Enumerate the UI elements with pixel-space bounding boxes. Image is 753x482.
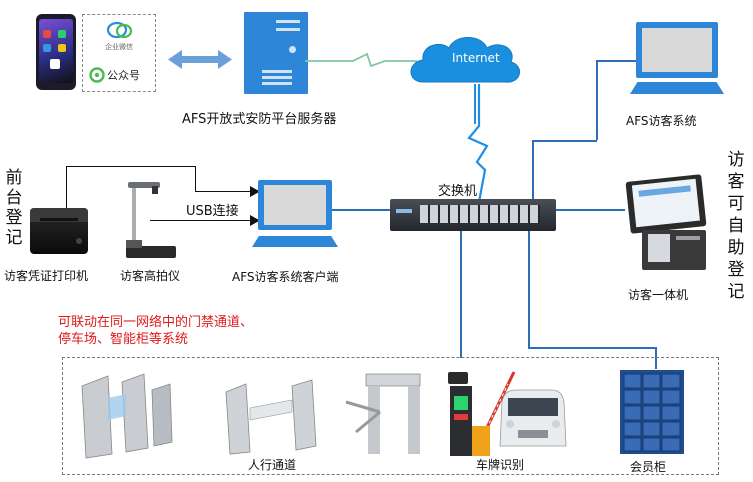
wire-switch-kiosk [555,209,625,211]
self-service-char-2: 客 [727,172,745,192]
afs-system-label: AFS访客系统 [626,114,697,128]
self-service-char-4: 自 [727,216,745,236]
apps-frame: 企业微信 公众号 [82,14,156,92]
switch-ports [420,205,540,223]
wire-switch-passage [460,230,462,358]
tripod-turnstile-icon [345,373,421,454]
self-service-char-5: 助 [727,238,745,258]
flap-barrier-icon [225,379,317,455]
client-monitor-icon [258,180,332,230]
internet-label: Internet [452,51,500,65]
front-desk-char-1: 前 [5,168,23,188]
wire-usb-printer-h [66,166,196,168]
linked-systems-frame [62,357,719,475]
bidirectional-arrow-icon [168,50,232,69]
usb-arrow-1 [250,186,260,197]
usb-label: USB连接 [186,204,239,219]
client-keyboard-icon [252,236,338,247]
wire-switch-locker-v [528,230,530,348]
kiosk-icon [625,174,707,270]
self-service-char-6: 登 [727,260,745,280]
wecom-icon [106,21,133,39]
server-internet-link [305,52,417,68]
mobile-apps-panel: 企业微信 公众号 [28,14,156,92]
self-service-char-1: 访 [727,150,745,170]
switch-label: 交换机 [438,184,478,199]
wire-usb-printer-v [66,166,68,211]
kiosk-label: 访客一体机 [628,288,689,302]
wecom-label: 企业微信 [105,43,133,51]
van-icon [499,389,567,447]
front-desk-char-3: 登 [5,208,23,228]
wire-usb-printer-v2 [195,166,197,192]
passage-label: 人行通道 [248,458,297,472]
wire-usb-printer-h2 [195,191,255,193]
afs-system-keyboard-icon [630,82,724,94]
internet-switch-link [467,84,489,203]
switch-icon [390,199,556,231]
phone-icon [36,14,76,90]
wire-usb-camera [150,220,255,222]
locker-icon [620,370,684,454]
wire-switch-afs-v [532,140,534,200]
afs-system-monitor-icon [636,22,718,78]
linkage-note-line2: 停车场、智能柜等系统 [58,332,189,347]
usb-arrow-2 [250,215,260,226]
wire-afs-up [596,60,598,140]
license-plate-camera-icon [448,372,472,456]
wire-afs-top [596,60,641,62]
printer-label: 访客凭证打印机 [4,269,89,283]
wire-switch-locker-h [528,347,656,349]
printer-icon [30,208,88,254]
server-label: AFS开放式安防平台服务器 [182,112,337,127]
front-desk-char-4: 记 [5,228,23,248]
speed-gate-icon [81,373,173,459]
linkage-note-line1: 可联动在同一网络中的门禁通道、 [58,315,254,330]
plate-label: 车牌识别 [476,458,525,472]
wire-switch-client [330,209,392,211]
self-service-char-7: 记 [727,282,745,302]
document-camera-icon [126,182,176,258]
internet-cloud-icon [410,37,520,83]
client-label: AFS访客系统客户端 [232,270,339,284]
official-account-label: 公众号 [107,69,140,82]
front-desk-char-2: 台 [5,188,23,208]
camera-label: 访客高拍仪 [120,269,181,283]
server-icon [244,12,308,94]
barrier-gate-icon [472,371,516,456]
wire-switch-afs-h [532,140,597,142]
wire-locker-down [655,347,657,369]
self-service-char-3: 可 [727,194,745,214]
locker-label: 会员柜 [630,460,667,474]
official-account-icon [89,67,105,83]
